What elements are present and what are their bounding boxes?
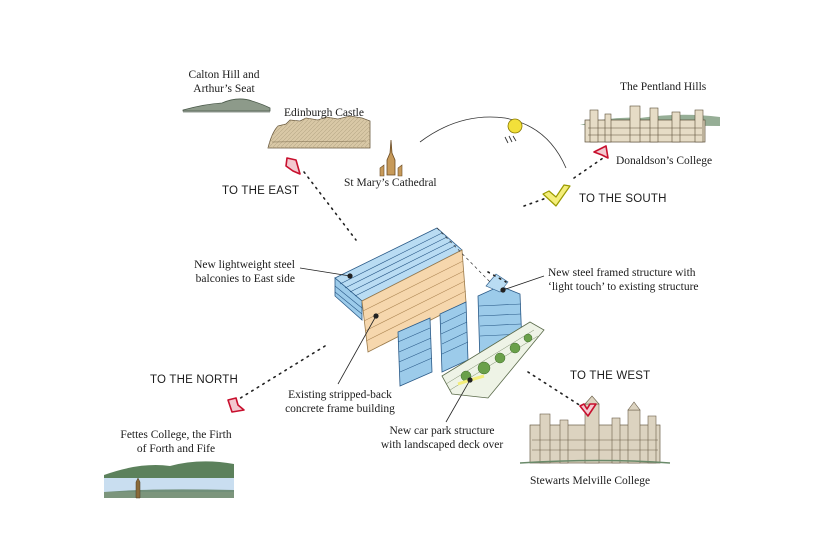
arrow-east-icon [285, 157, 301, 175]
arrow-north-icon [227, 397, 245, 413]
concrete-frame-callout: Existing stripped-back concrete frame bu… [285, 389, 395, 415]
edinburgh-castle-label: Edinburgh Castle [284, 107, 364, 119]
car-park-callout: New car park structure with landscaped d… [380, 425, 504, 451]
balconies-callout: New lightweight steel balconies to East … [194, 259, 295, 285]
sun-icon [507, 118, 523, 134]
edinburgh-castle-sketch [267, 115, 371, 149]
calton-hill-sketch [182, 98, 271, 113]
view-lines [233, 155, 607, 409]
arrow-south-icon [542, 184, 571, 207]
to-the-west-label: TO THE WEST [570, 370, 651, 382]
donaldsons-college-sketch [580, 105, 720, 143]
fettes-college-label: Fettes College, the Firth of Forth and F… [120, 429, 232, 455]
arrow-donaldson-icon [593, 145, 609, 159]
to-the-south-label: TO THE SOUTH [579, 193, 667, 205]
building-diagram [334, 227, 545, 399]
fettes-college-sketch [104, 461, 234, 499]
st-marys-cathedral-sketch [379, 139, 403, 177]
steel-balconies [334, 227, 463, 321]
sun-path [419, 116, 567, 169]
to-the-east-label: TO THE EAST [222, 185, 300, 197]
pentland-hills-label: The Pentland Hills [620, 81, 707, 93]
donaldsons-college-label: Donaldson’s College [616, 155, 713, 167]
arrow-west-icon [579, 403, 597, 417]
steel-frame-callout: New steel framed structure with ‘light t… [548, 267, 699, 293]
concrete-frame [361, 249, 467, 353]
to-the-north-label: TO THE NORTH [150, 374, 239, 386]
car-park-deck [441, 321, 545, 399]
stewarts-melville-sketch [519, 395, 671, 464]
calton-hill-label: Calton Hill and Arthur’s Seat [188, 69, 260, 95]
stewarts-melville-label: Stewarts Melville College [530, 475, 651, 487]
callout-leaders [299, 267, 545, 423]
st-marys-cathedral-label: St Mary’s Cathedral [344, 177, 437, 189]
